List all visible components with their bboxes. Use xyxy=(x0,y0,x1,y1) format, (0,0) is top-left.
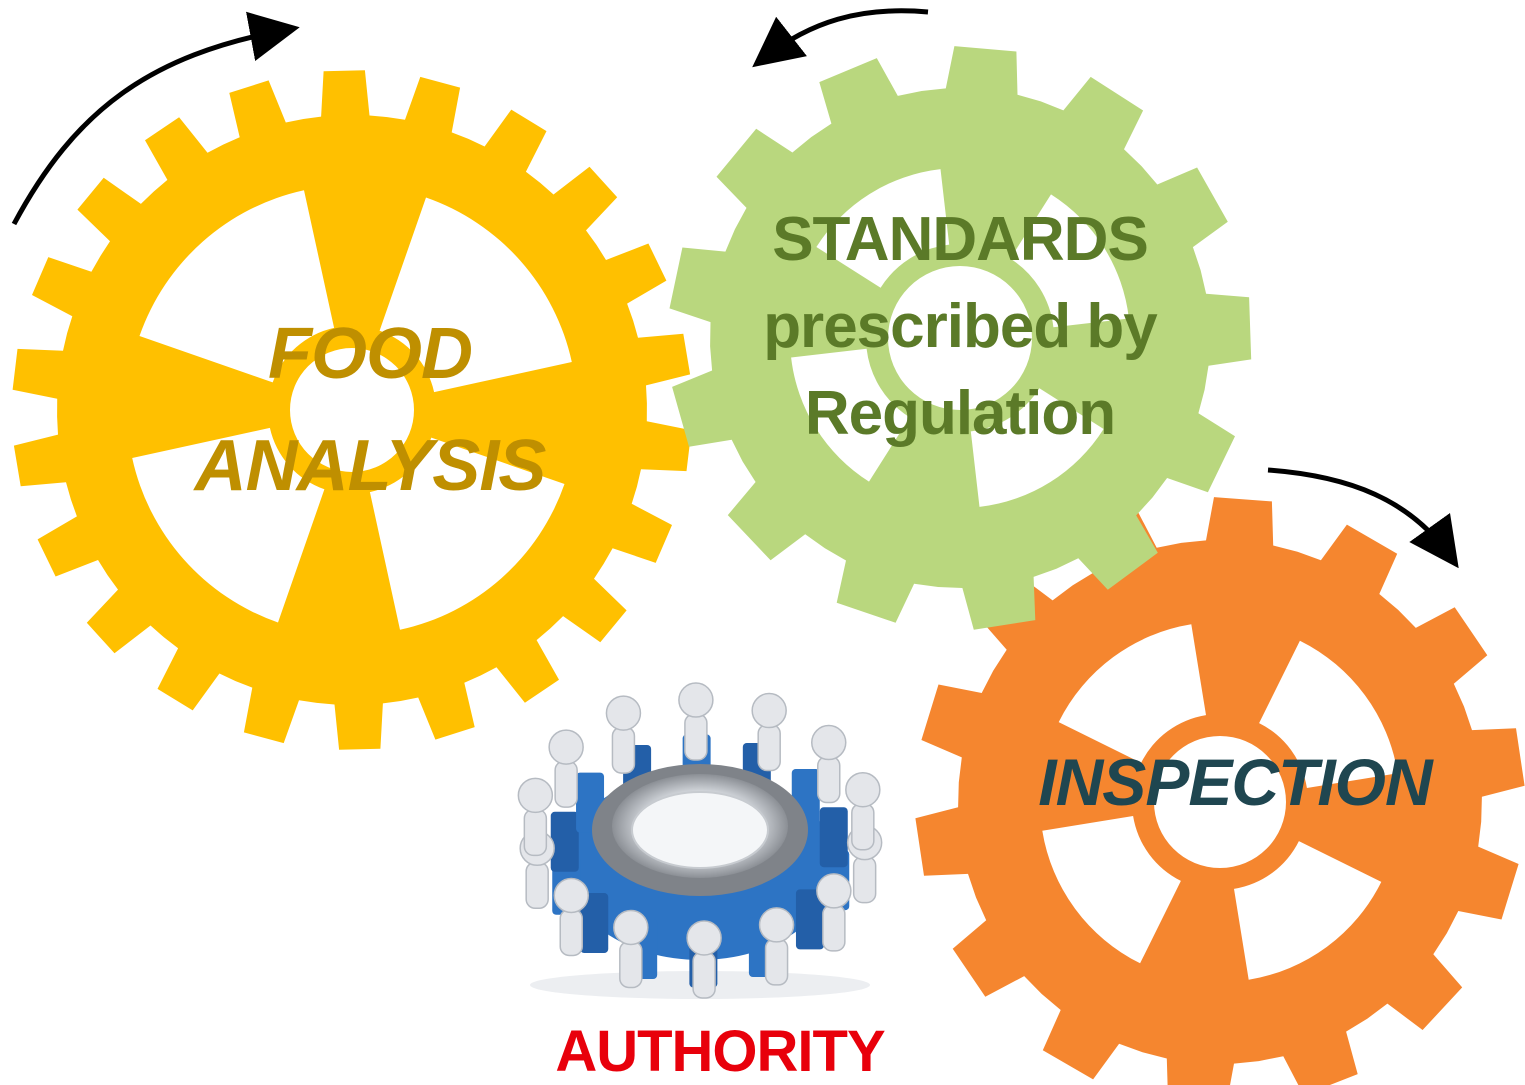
figure-pushing-gear xyxy=(613,909,649,989)
authority-gear-tooth xyxy=(819,807,848,868)
food-analysis-gear xyxy=(12,70,692,750)
authority-gear-tooth xyxy=(795,889,824,950)
figure-pushing-gear xyxy=(811,724,847,804)
standards-rotation-arrow xyxy=(752,8,929,68)
figure-pushing-gear xyxy=(758,907,795,986)
authority-gear-tooth xyxy=(550,811,579,872)
figure-pushing-gear xyxy=(751,692,787,772)
figure-pushing-gear xyxy=(678,682,714,761)
figure-pushing-gear xyxy=(816,873,852,952)
standards-gear xyxy=(669,46,1252,630)
people-turning-gear-illustration xyxy=(517,682,883,999)
figure-pushing-gear xyxy=(548,729,584,808)
inspection-rotation-arrow xyxy=(1267,467,1459,569)
authority-gear-tooth xyxy=(580,893,609,954)
figure-pushing-gear xyxy=(553,877,589,957)
figure-pushing-gear xyxy=(517,777,554,857)
standards-gear-body xyxy=(669,46,1252,630)
food-analysis-rotation-arrow xyxy=(11,11,300,226)
figure-pushing-gear xyxy=(686,920,722,999)
food-analysis-gear-body xyxy=(12,70,692,750)
inspection-gear xyxy=(915,497,1525,1085)
figure-pushing-gear xyxy=(845,771,881,851)
figure-pushing-gear xyxy=(605,695,642,774)
authority-label: AUTHORITY xyxy=(555,1019,885,1084)
inspection-gear-body xyxy=(915,497,1525,1085)
